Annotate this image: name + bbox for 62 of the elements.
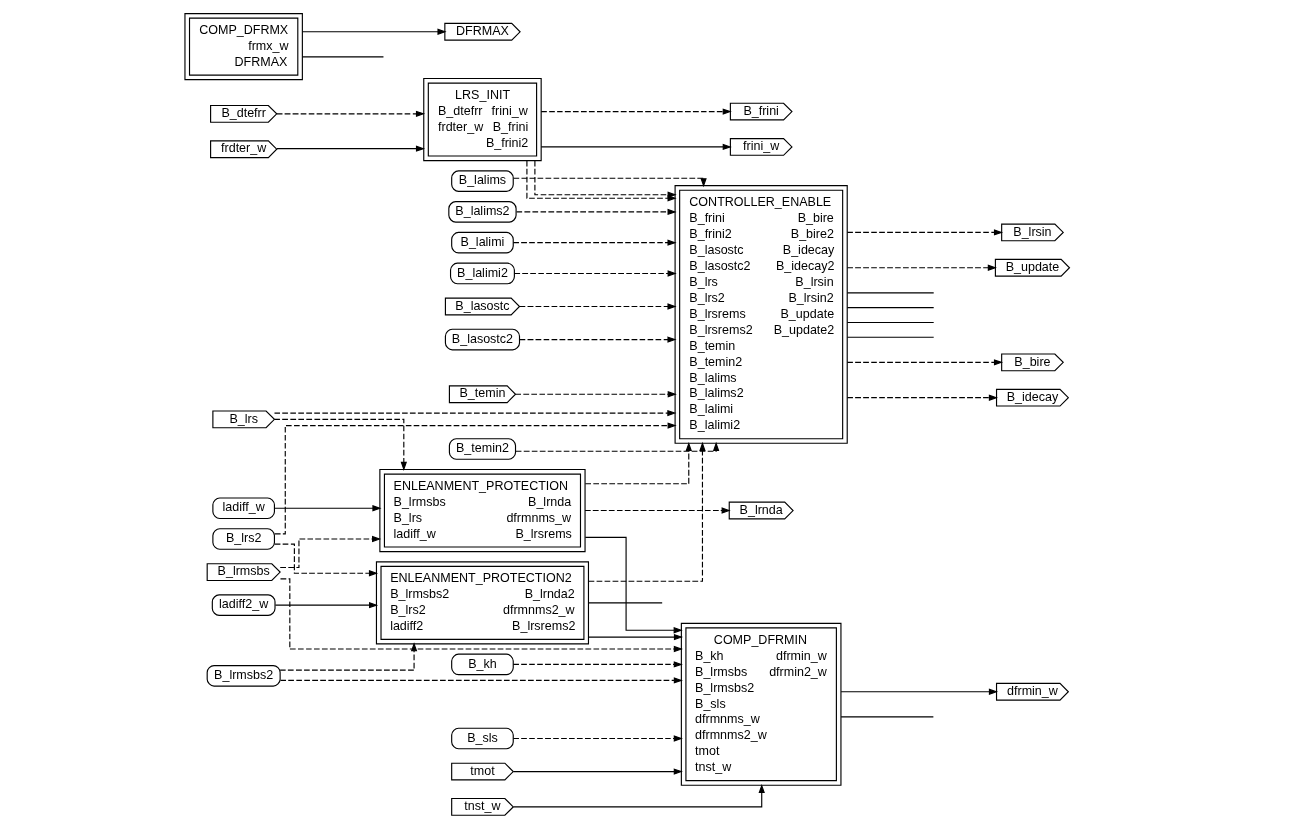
- arrow: [274, 601, 379, 608]
- arrow: [846, 394, 998, 401]
- arrow: [276, 110, 426, 117]
- arrow: [540, 143, 732, 150]
- node-box: ladiff2_w: [211, 593, 276, 616]
- node-box: B_sls: [451, 727, 514, 749]
- arrow: [840, 688, 998, 695]
- arrow: [512, 660, 683, 668]
- node-box: B_lrs2: [212, 527, 275, 550]
- arrow: [512, 783, 765, 807]
- node-box: COMP_DFRMIN B_kh dfrmin_w B_lrmsbs dfrmin2_w B_lrmsbs2 B_sls dfrmnms_w dfrmnms2_w tmot tnst_w: [680, 622, 842, 786]
- arrow: [514, 390, 677, 397]
- node-box: B_lasostc2: [444, 328, 521, 350]
- node-box: B_lalimi: [451, 231, 514, 253]
- arrow: [512, 734, 683, 742]
- node-box: LRS_INIT B_dtefrr frini_w frdter_w B_frini B_frini2: [423, 77, 542, 161]
- connector: [846, 336, 935, 338]
- arrow: [519, 302, 677, 310]
- connector: [846, 321, 935, 323]
- node-box: ladiff_w: [212, 496, 275, 519]
- arrow: [273, 409, 677, 416]
- node-box: B_lrmsbs2: [206, 664, 281, 687]
- node-box: B_temin2: [448, 437, 517, 460]
- node-box: ENLEANMENT_PROTECTION B_lrmsbs B_lrnda B_lrs dfrmnms_w ladiff_w B_lrsrems: [379, 468, 586, 552]
- arrow: [513, 269, 677, 277]
- arrow: [279, 577, 683, 652]
- arrow: [279, 676, 683, 684]
- node-box: B_lalims2: [448, 200, 517, 223]
- node-box: B_lalims: [451, 169, 514, 192]
- node-box: ENLEANMENT_PROTECTION2 B_lrmsbs2 B_lrnda2 B_lrs2 dfrmnms2_w ladiff2 B_lrsrems2: [375, 560, 590, 644]
- arrow: [515, 441, 720, 452]
- arrow: [846, 264, 997, 271]
- arrow: [279, 641, 418, 671]
- connector: [846, 306, 935, 308]
- arrow: [274, 421, 677, 534]
- arrow: [512, 238, 677, 246]
- connector: [840, 715, 934, 717]
- connector: [588, 601, 663, 603]
- arrow: [588, 441, 706, 582]
- arrow: [274, 543, 379, 576]
- node-box: CONTROLLER_ENABLE B_frini B_bire B_frini2 B_bire2 B_lasostc B_idecay B_lasostc2 B_idecay2 B_lrs B_lrsin B_lrs2 B_lrsin2 B_lrsrems B_update B_lrsrems2 B_update2 B_temin B_temin2 B_lalims B_lalims2 B_lalimi B_lalimi2: [674, 184, 848, 444]
- arrow: [512, 767, 683, 775]
- arrow: [273, 418, 407, 471]
- arrow: [274, 504, 382, 511]
- arrow: [846, 358, 1004, 366]
- arrow: [584, 536, 683, 633]
- connector: [846, 291, 935, 293]
- arrow: [584, 441, 692, 484]
- arrow: [519, 335, 677, 343]
- arrow: [846, 228, 1004, 236]
- connector: [301, 55, 385, 57]
- arrow: [584, 506, 731, 514]
- arrow: [588, 633, 684, 640]
- arrow: [540, 107, 732, 115]
- arrow: [279, 535, 382, 568]
- node-box: B_lalimi2: [450, 262, 515, 284]
- arrow: [301, 28, 447, 35]
- node-box: B_kh: [451, 653, 514, 675]
- node-box: COMP_DFRMX frmx_w DFRMAX: [184, 12, 303, 80]
- arrow: [516, 208, 677, 215]
- arrow: [513, 177, 707, 187]
- arrow: [276, 144, 426, 152]
